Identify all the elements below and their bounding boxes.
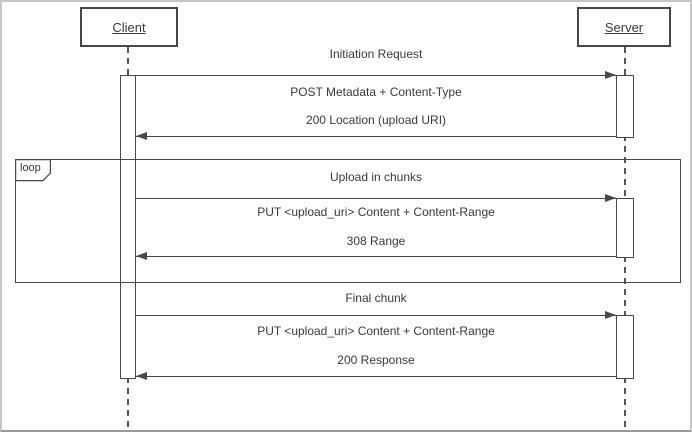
actor-client-box: Client [80,7,178,47]
arrow-200-location [136,132,616,140]
actor-server-label: Server [604,19,644,35]
arrow-200-response [136,372,616,380]
loop-frame [15,159,681,283]
message-label-put-chunk: PUT <upload_uri> Content + Content-Range [257,205,495,219]
arrowhead-right-icon [605,71,616,79]
arrowhead-right-icon [605,311,616,319]
arrowhead-right-icon [605,194,616,202]
message-label-308-range: 308 Range [346,234,406,248]
message-title-initiation-request: Initiation Request [329,47,423,61]
arrow-put-final-chunk [136,311,616,319]
message-label-put-final-chunk: PUT <upload_uri> Content + Content-Range [257,324,495,338]
server-activation-bar-1 [616,75,634,138]
server-activation-bar-2 [616,198,634,258]
message-label-post-metadata: POST Metadata + Content-Type [290,85,462,99]
message-title-final-chunk: Final chunk [345,291,407,305]
arrow-put-chunk [136,194,616,202]
arrowhead-left-icon [136,252,147,260]
actor-server-box: Server [577,7,671,47]
actor-client-label: Client [112,19,146,35]
message-label-200-location: 200 Location (upload URI) [305,113,447,127]
message-label-200-response: 200 Response [337,353,415,367]
arrowhead-left-icon [136,132,147,140]
message-title-upload-in-chunks: Upload in chunks [329,170,423,184]
arrow-308-range [136,252,616,260]
arrowhead-left-icon [136,372,147,380]
client-activation-bar [120,75,136,379]
arrow-post-metadata [136,71,616,79]
loop-fragment-label: loop [20,162,41,174]
loop-pentagon-icon [15,159,51,182]
server-activation-bar-3 [616,315,634,379]
